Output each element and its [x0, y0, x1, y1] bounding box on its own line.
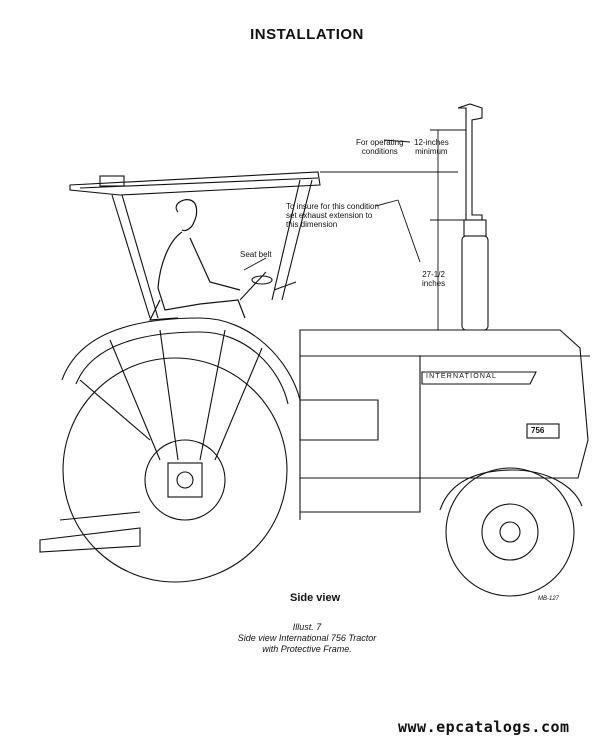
- hood-model-label: 756: [531, 426, 545, 435]
- drawbar: [39, 511, 141, 553]
- watermark: www.epcatalogs.com: [398, 718, 570, 736]
- figure-code: MB-127: [538, 596, 560, 602]
- caption-line-3: with Protective Frame.: [262, 644, 352, 654]
- callout-insure-condition: To insure for this condition set exhaust…: [286, 202, 379, 229]
- caption-line-1: Illust. 7: [292, 622, 322, 632]
- front-wheel: [439, 467, 583, 597]
- rear-wheel: [62, 357, 288, 583]
- page-title: INSTALLATION: [250, 26, 364, 43]
- canopy: [69, 171, 321, 196]
- callout-twelve-inches: 12-inches minimum: [414, 138, 449, 156]
- exhaust-stack: [457, 103, 489, 331]
- tractor-body: [299, 329, 590, 520]
- operator-figure: [148, 199, 246, 321]
- callout-seat-belt: Seat belt: [240, 250, 272, 259]
- hood-brand-label: INTERNATIONAL: [426, 373, 498, 380]
- view-label: Side view: [290, 592, 341, 604]
- dimension-lines: [243, 129, 466, 330]
- callout-twenty-seven-inches: 27-1/2 inches: [422, 270, 446, 288]
- caption-line-2: Side view International 756 Tractor: [237, 633, 377, 643]
- hood-nameplate: [421, 371, 560, 439]
- figure-caption: Illust. 7 Side view International 756 Tr…: [0, 622, 614, 655]
- steering-wheel: [239, 271, 297, 301]
- rear-fender: [61, 317, 301, 461]
- callout-operating-conditions: For operating conditions: [356, 138, 404, 156]
